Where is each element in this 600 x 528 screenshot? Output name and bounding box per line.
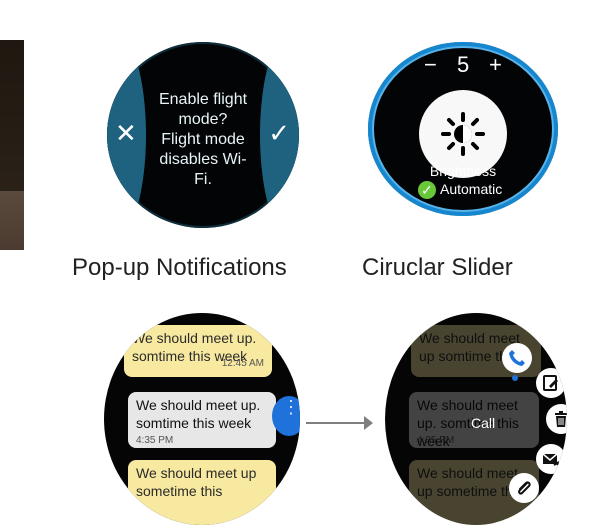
cropped-photo-strip [0,40,24,250]
brightness-value: 5 [457,52,470,77]
message-bubble[interactable]: We should meet up. somtime this week 12:… [124,325,272,377]
selection-indicator [512,375,518,381]
transition-arrow [306,422,370,424]
popup-cancel-panel[interactable] [107,42,146,228]
sun-icon [441,112,485,156]
call-button[interactable] [502,343,532,373]
popup-watch: ✕ ✓ Enable flight mode? Flight mode disa… [107,42,299,228]
more-options-handle[interactable]: ⋮ [272,396,300,436]
message-text: We should meet up sometime this [136,465,257,499]
phone-icon [509,350,525,366]
check-icon[interactable]: ✓ [268,118,290,148]
arrow-head-icon [364,416,373,430]
brightness-label: Brightness [429,163,497,179]
message-time: 12:45 AM [221,358,264,369]
message-bubble: We should meet up. somtime this week 4:3… [409,392,539,449]
delete-button[interactable] [546,404,567,434]
slider-watch: − 5 + Brightness Automatic [368,42,558,216]
attach-button[interactable] [509,473,539,503]
message-text: We should meet up. somtime this week [417,397,519,449]
message-text: We should meet up sometime this [417,465,523,499]
message-text: We should meet up. somtime this week [132,330,257,364]
message-watch-before: We should meet up. somtime this week 12:… [104,313,300,525]
mail-icon [542,453,560,466]
caption-popup-notifications: Pop-up Notifications [72,254,287,281]
edit-icon [543,375,558,391]
message-bubble[interactable]: We should meet up sometime this [128,460,276,525]
message-watch-after: We should meet up somtime this We should… [385,313,567,525]
brightness-stepper: − 5 + [368,52,558,77]
message-time: 4:35 PM [136,435,174,446]
message-text: We should meet up. somtime this week [136,397,261,431]
forward-button[interactable] [536,444,566,474]
message-time: 4:35 PM [417,435,455,446]
close-icon[interactable]: ✕ [115,118,137,148]
brightness-button[interactable] [419,90,507,178]
increase-button[interactable]: + [489,52,502,77]
automatic-toggle[interactable]: Automatic [418,181,528,201]
caption-circular-slider: Ciruclar Slider [362,254,513,281]
paperclip-icon [518,481,531,495]
trash-icon [555,411,567,427]
automatic-label: Automatic [440,181,503,197]
message-bubble[interactable]: We should meet up. somtime this week 4:3… [128,392,276,448]
popup-line-4: disables Wi-Fi. [159,151,247,188]
more-vertical-icon: ⋮ [282,397,300,417]
edit-button[interactable] [536,368,566,398]
decrease-button[interactable]: − [424,52,437,77]
popup-confirm-panel[interactable] [260,42,299,228]
popup-line-1: Enable flight [158,91,248,108]
popup-line-2: mode? [178,111,228,128]
popup-line-3: Flight mode [161,131,245,148]
message-text: We should meet up somtime this [419,330,520,364]
popup-message: Enable flight mode? Flight mode disables… [152,90,254,190]
call-action-label: Call [471,415,496,431]
check-circle-icon [418,181,436,199]
